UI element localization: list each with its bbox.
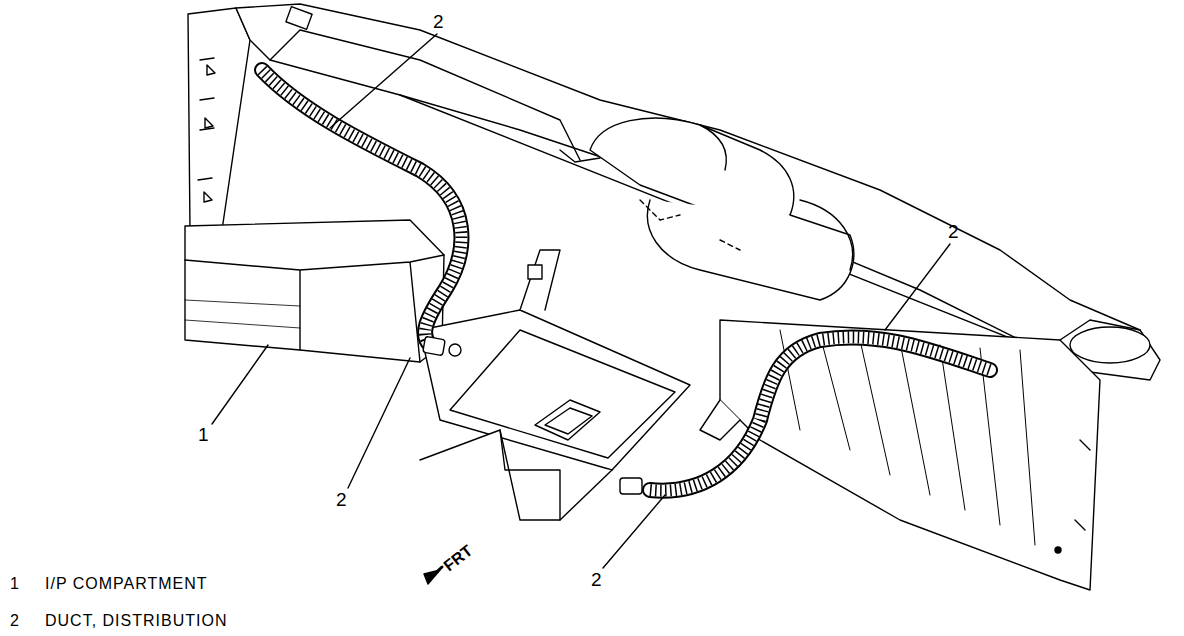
legend-number: 2 — [10, 613, 20, 629]
legend-text: I/P COMPARTMENT — [45, 576, 208, 592]
callout-number: 1 — [198, 425, 209, 444]
callout-number: 2 — [591, 570, 602, 589]
direction-label: FRT — [441, 543, 475, 575]
callout-number: 2 — [336, 490, 347, 509]
legend-number: 1 — [10, 576, 20, 592]
callout-number: 2 — [433, 12, 444, 31]
legend-text: DUCT, DISTRIBUTION — [45, 613, 227, 629]
callout-number: 2 — [948, 222, 959, 241]
